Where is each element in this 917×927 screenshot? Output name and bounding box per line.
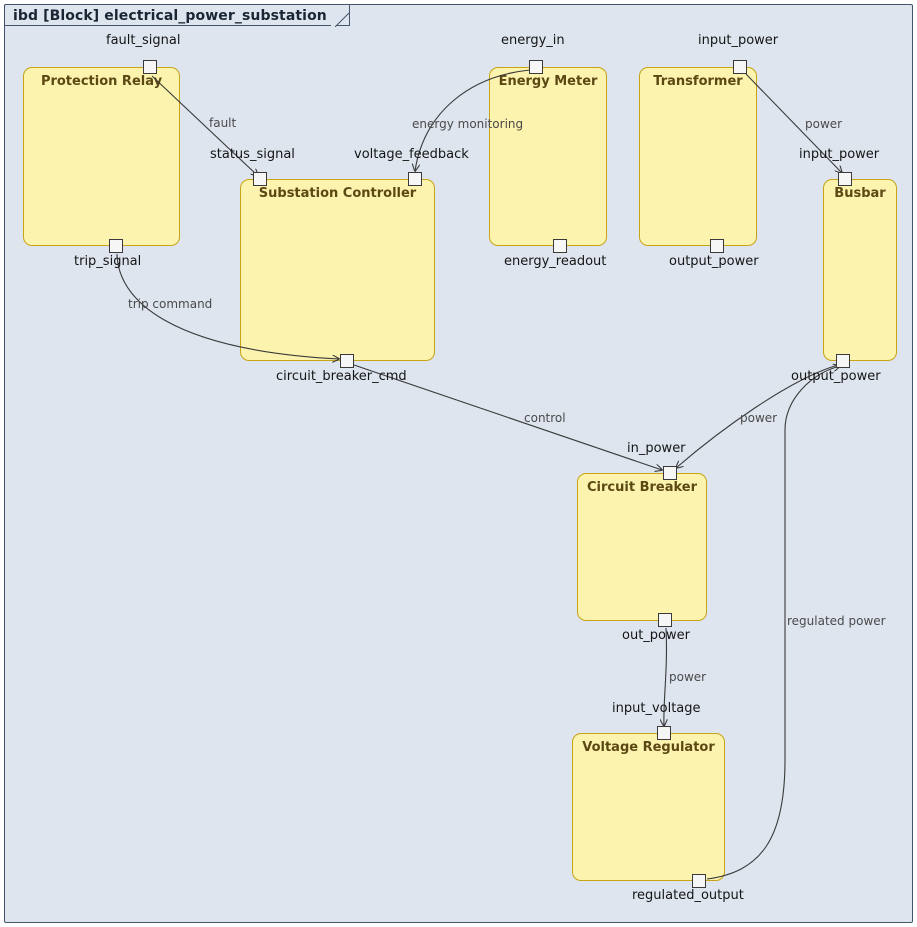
block-title-voltage_regulator: Voltage Regulator [582, 740, 715, 755]
port-label-cb_in_power: in_power [627, 441, 686, 456]
connector-label-c_power_bb_cb: power [740, 411, 778, 425]
port-label-bb_input_power: input_power [799, 147, 880, 162]
port-label-tr_input_power: input_power [698, 33, 779, 48]
block-busbar[interactable]: Busbar [823, 179, 897, 361]
port-label-pr_fault_signal: fault_signal [106, 33, 181, 48]
block-energy_meter[interactable]: Energy Meter [489, 67, 607, 246]
block-title-busbar: Busbar [834, 186, 886, 201]
port-sc_voltage_fb[interactable] [408, 172, 422, 186]
connector-label-c_trip_command: trip command [128, 297, 213, 311]
port-label-em_energy_in: energy_in [501, 33, 565, 48]
port-sc_cb_cmd[interactable] [340, 354, 354, 368]
port-bb_output_power[interactable] [836, 354, 850, 368]
port-tr_input_power[interactable] [733, 60, 747, 74]
port-pr_trip_signal[interactable] [109, 239, 123, 253]
port-label-vr_regulated_out: regulated_output [632, 888, 744, 903]
connector-label-c_energy_monitor: energy monitoring [412, 117, 524, 131]
diagram-title-tab: ibd [Block] electrical_power_substation [4, 4, 350, 27]
port-label-sc_cb_cmd: circuit_breaker_cmd [276, 369, 407, 384]
port-label-tr_output_power: output_power [669, 254, 759, 269]
port-pr_fault_signal[interactable] [143, 60, 157, 74]
port-label-sc_status_signal: status_signal [210, 147, 295, 162]
connector-label-c_power_cb_vr: power [669, 670, 707, 684]
port-em_energy_in[interactable] [529, 60, 543, 74]
title-tab-corner-icon [330, 5, 349, 27]
port-cb_out_power[interactable] [658, 613, 672, 627]
port-label-sc_voltage_fb: voltage_feedback [354, 147, 469, 162]
port-tr_output_power[interactable] [710, 239, 724, 253]
port-label-bb_output_power: output_power [791, 369, 881, 384]
connector-label-c_fault: fault [209, 116, 237, 130]
connector-label-c_control: control [524, 411, 566, 425]
block-title-protection_relay: Protection Relay [40, 74, 163, 89]
block-voltage_regulator[interactable]: Voltage Regulator [572, 733, 725, 881]
block-title-substation_controller: Substation Controller [258, 186, 417, 201]
port-label-cb_out_power: out_power [622, 628, 690, 643]
port-cb_in_power[interactable] [663, 466, 677, 480]
port-bb_input_power[interactable] [838, 172, 852, 186]
port-sc_status_signal[interactable] [253, 172, 267, 186]
port-label-pr_trip_signal: trip_signal [74, 254, 142, 269]
connector-label-c_power_tr_bb: power [805, 117, 843, 131]
port-label-vr_input_voltage: input_voltage [612, 701, 701, 716]
port-label-em_energy_read: energy_readout [504, 254, 607, 269]
block-transformer[interactable]: Transformer [639, 67, 757, 246]
block-protection_relay[interactable]: Protection Relay [23, 67, 180, 246]
block-title-circuit_breaker: Circuit Breaker [587, 480, 697, 495]
port-em_energy_read[interactable] [553, 239, 567, 253]
page-title: ibd [Block] electrical_power_substation [13, 8, 327, 24]
port-vr_input_voltage[interactable] [657, 726, 671, 740]
connector-label-c_regulated_power: regulated power [787, 614, 886, 628]
block-substation_controller[interactable]: Substation Controller [240, 179, 435, 361]
block-title-energy_meter: Energy Meter [498, 74, 598, 89]
port-vr_regulated_out[interactable] [692, 874, 706, 888]
block-circuit_breaker[interactable]: Circuit Breaker [577, 473, 707, 621]
block-title-transformer: Transformer [653, 74, 743, 89]
